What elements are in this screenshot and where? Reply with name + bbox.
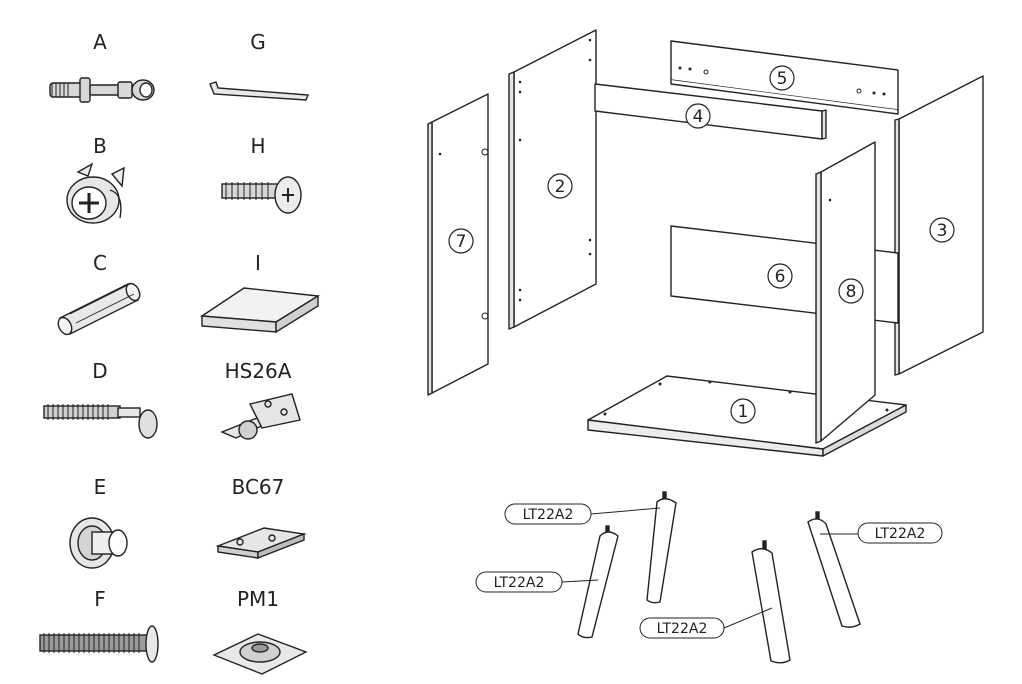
drill-holes bbox=[438, 38, 889, 416]
cam-bolt-icon bbox=[49, 77, 155, 103]
hardware-label-b: B bbox=[93, 134, 107, 158]
leg-2 bbox=[577, 525, 619, 639]
mounting-clip-icon bbox=[215, 527, 307, 560]
allen-key-icon bbox=[209, 81, 310, 101]
panel-number-6: 6 bbox=[775, 267, 786, 287]
hardware-label-a: A bbox=[93, 30, 107, 54]
panel-number-3: 3 bbox=[937, 221, 948, 241]
hardware-label-h: H bbox=[250, 134, 265, 158]
hardware-label-g: G bbox=[250, 30, 266, 54]
leg-callout-1 bbox=[504, 503, 592, 525]
panel-number-4: 4 bbox=[693, 107, 704, 127]
wood-dowel-icon bbox=[57, 282, 141, 336]
panel-number-1: 1 bbox=[738, 402, 749, 422]
leg-3 bbox=[751, 540, 791, 664]
leg-callout-label-3: LT22A2 bbox=[657, 621, 708, 637]
long-screw-icon bbox=[43, 404, 158, 439]
leg-callout-label-1: LT22A2 bbox=[523, 507, 574, 523]
hardware-label-c: C bbox=[93, 251, 107, 275]
hardware-label-e: E bbox=[94, 475, 107, 499]
leg-callout-4 bbox=[857, 522, 943, 544]
knob-icon bbox=[69, 517, 128, 569]
panel-number-badges bbox=[448, 65, 955, 424]
hardware-label-d: D bbox=[92, 359, 107, 383]
mounting-plate-icon bbox=[212, 633, 308, 675]
hardware-label-i: I bbox=[255, 251, 261, 275]
felt-pad-icon bbox=[199, 287, 321, 334]
leg-1 bbox=[646, 491, 677, 604]
hardware-label-hs26a: HS26A bbox=[225, 359, 292, 383]
panel-number-7: 7 bbox=[456, 232, 467, 252]
leg-4 bbox=[807, 511, 861, 628]
hinge-icon bbox=[220, 393, 301, 440]
leg-callout-label-2: LT22A2 bbox=[494, 575, 545, 591]
leg-callout-2 bbox=[475, 571, 563, 593]
leg-callout-3 bbox=[639, 617, 725, 639]
panel-number-8: 8 bbox=[846, 282, 857, 302]
cam-lock-icon bbox=[66, 162, 125, 224]
hardware-label-bc67: BC67 bbox=[232, 475, 285, 499]
leg-callout-label-4: LT22A2 bbox=[875, 526, 926, 542]
panel-number-5: 5 bbox=[777, 69, 788, 89]
hardware-label-pm1: PM1 bbox=[237, 587, 279, 611]
knob-bolt-icon bbox=[39, 625, 159, 663]
screw-icon bbox=[221, 176, 302, 214]
panel-number-2: 2 bbox=[555, 177, 566, 197]
hardware-label-f: F bbox=[94, 587, 106, 611]
